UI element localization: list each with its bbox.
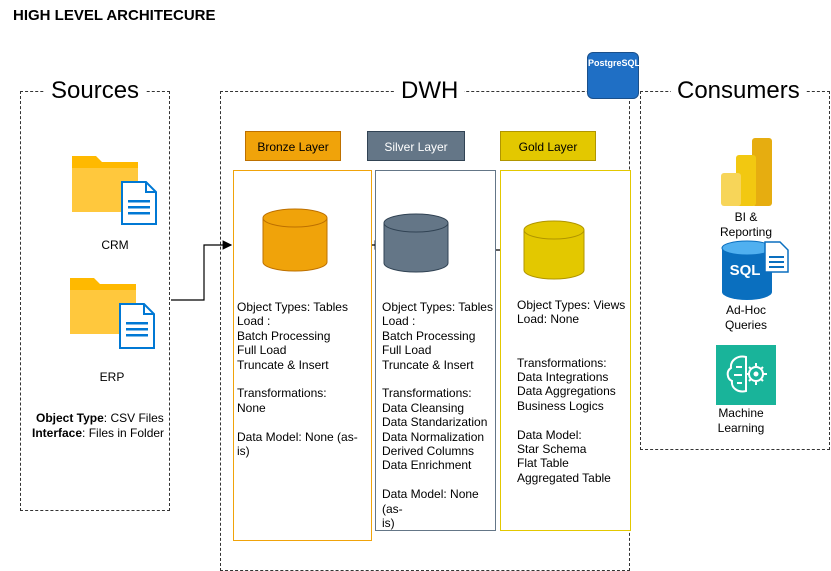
- interface-value: : Files in Folder: [82, 426, 165, 440]
- object-type-value: : CSV Files: [103, 411, 164, 425]
- page-title: HIGH LEVEL ARCHITECURE: [13, 7, 216, 24]
- sources-interface: Interface: Files in Folder: [32, 426, 164, 441]
- silver-database-icon: [383, 213, 449, 273]
- sources-title: Sources: [45, 77, 146, 105]
- crm-folder-icon: [72, 156, 157, 225]
- power-bi-icon: [721, 138, 772, 206]
- gold-layer-details: Object Types: Views Load: None Transform…: [517, 298, 626, 485]
- bi-reporting-label: BI & Reporting: [719, 210, 773, 239]
- bronze-database-icon: [262, 208, 328, 272]
- crm-label: CRM: [101, 238, 129, 252]
- sources-to-bronze-arrow: [171, 240, 233, 301]
- bronze-layer-label: Bronze Layer: [245, 131, 341, 161]
- erp-folder-icon: [70, 278, 155, 349]
- object-type-key: Object Type: [36, 411, 104, 425]
- machine-learning-icon: [716, 345, 776, 405]
- silver-layer-label: Silver Layer: [367, 131, 465, 161]
- sources-object-type: Object Type: CSV Files: [36, 411, 164, 426]
- sql-database-icon: [721, 240, 789, 300]
- silver-layer-details: Object Types: Tables Load : Batch Proces…: [382, 300, 493, 531]
- interface-key: Interface: [32, 426, 83, 440]
- ad-hoc-queries-label: Ad-Hoc Queries: [724, 303, 768, 332]
- dwh-title: DWH: [395, 77, 465, 105]
- postgresql-badge: PostgreSQL: [587, 52, 641, 99]
- consumers-title: Consumers: [671, 77, 806, 105]
- gold-database-icon: [523, 220, 585, 280]
- postgresql-label: PostgreSQL: [588, 58, 641, 68]
- machine-learning-label: Machine Learning: [717, 406, 765, 435]
- gold-layer-label: Gold Layer: [500, 131, 596, 161]
- bronze-layer-details: Object Types: Tables Load : Batch Proces…: [237, 300, 358, 459]
- erp-label: ERP: [99, 370, 125, 384]
- sql-icon-text: SQL: [729, 262, 761, 279]
